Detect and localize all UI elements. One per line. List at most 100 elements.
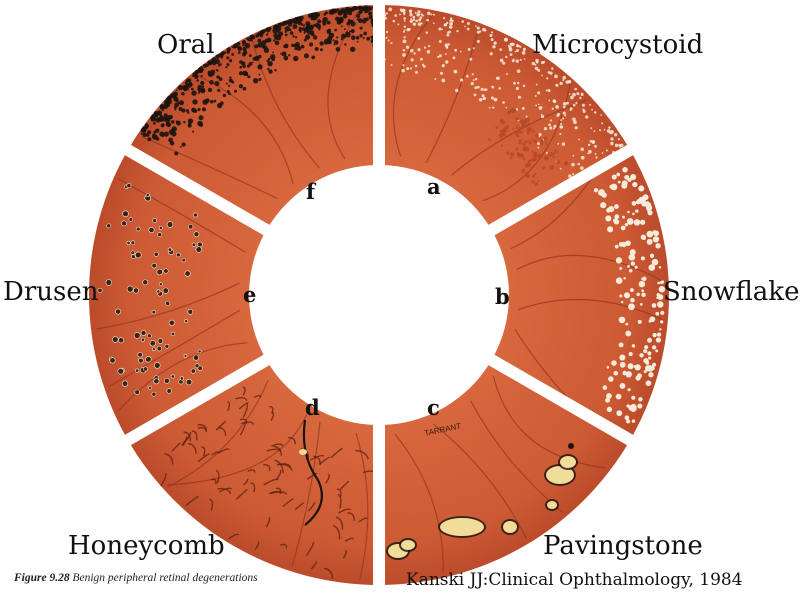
sector-divider <box>485 141 639 238</box>
snowflake <box>657 301 664 308</box>
microcyst <box>580 166 584 170</box>
microcyst <box>514 50 517 53</box>
pigment-clump <box>257 42 263 48</box>
microcyst <box>587 143 591 147</box>
microcyst <box>593 130 596 132</box>
honeycomb-line <box>294 502 305 511</box>
microcyst <box>595 156 598 159</box>
pigment-clump <box>283 20 288 26</box>
druse <box>149 340 156 347</box>
pigment-clump <box>226 90 230 94</box>
retinal-vessel <box>518 298 664 321</box>
snowflake <box>608 376 614 382</box>
pigment-clump <box>257 64 263 70</box>
pigment-clump <box>244 42 251 49</box>
microcyst-dark <box>531 138 534 142</box>
snowflake <box>618 242 624 247</box>
snowflake <box>627 177 632 183</box>
microcyst <box>499 58 504 63</box>
microcyst-dark <box>522 157 526 161</box>
pigment-clump <box>292 35 295 38</box>
druse <box>167 247 172 252</box>
microcyst <box>414 11 417 14</box>
pigment-clump <box>229 59 233 63</box>
microcyst <box>467 47 471 51</box>
druse <box>147 333 152 339</box>
snowflake <box>618 316 626 324</box>
pigment-clump <box>275 34 282 41</box>
pigment-clump <box>274 40 280 46</box>
druse <box>158 282 163 287</box>
microcyst <box>568 93 571 95</box>
microcyst <box>551 67 554 70</box>
pigment-clump <box>208 73 213 77</box>
honeycomb-line <box>332 524 341 540</box>
snowflake <box>614 214 620 220</box>
microcyst <box>608 126 611 129</box>
microcyst <box>523 58 526 60</box>
microcyst <box>576 92 580 96</box>
honeycomb-line <box>253 394 262 399</box>
honeycomb-line <box>217 448 230 455</box>
pigment-clump <box>140 132 143 135</box>
microcyst <box>455 88 459 93</box>
microcyst <box>578 138 580 141</box>
druse <box>193 354 200 361</box>
pigment-clump <box>231 53 234 56</box>
snowflake <box>611 360 617 366</box>
honeycomb-line <box>355 449 369 460</box>
pigment-clump <box>309 24 314 30</box>
pigment-clump <box>178 100 184 106</box>
pigment-clump <box>192 130 195 133</box>
snowflake <box>605 397 611 403</box>
snowflake <box>644 365 652 372</box>
microcyst <box>467 22 470 25</box>
sector-d <box>127 360 379 585</box>
microcyst-dark <box>535 133 539 138</box>
microcyst-dark <box>538 153 542 157</box>
pigment-clump <box>226 56 230 60</box>
pigment-clump <box>272 28 278 34</box>
snowflake <box>643 370 647 374</box>
microcyst <box>453 69 458 74</box>
snowflake <box>609 184 614 189</box>
microcyst <box>464 25 466 28</box>
microcyst <box>523 47 526 51</box>
microcyst <box>538 106 543 110</box>
pigment-clump <box>258 73 261 76</box>
snowflake <box>627 265 630 268</box>
pigment-clump <box>292 24 298 30</box>
microcyst <box>535 58 539 63</box>
microcyst <box>580 155 585 160</box>
microcyst <box>537 91 541 95</box>
snowflake <box>634 265 638 269</box>
pigment-clump <box>174 151 179 156</box>
microcyst-dark <box>524 140 528 144</box>
pigment-clump <box>187 111 190 114</box>
pigment-clump <box>257 38 262 43</box>
honeycomb-line <box>215 469 220 484</box>
microcyst <box>609 131 612 134</box>
pigment-clump <box>267 67 270 71</box>
snowflake <box>651 345 657 350</box>
snowflake <box>645 380 652 387</box>
snowflake <box>605 215 612 222</box>
pigment-clump <box>271 57 275 62</box>
microcyst <box>482 97 485 101</box>
microcyst <box>438 39 442 43</box>
pigment-clump <box>232 45 237 49</box>
microcyst <box>504 37 508 42</box>
microcyst <box>390 64 393 66</box>
honeycomb-line <box>240 421 255 425</box>
snowflake <box>611 174 617 180</box>
druse <box>142 279 149 286</box>
pigment-clump <box>238 84 243 89</box>
microcyst <box>474 86 478 90</box>
microcyst <box>613 133 618 137</box>
honeycomb-line <box>160 472 167 487</box>
druse <box>133 287 139 294</box>
pigment-clump <box>320 48 323 52</box>
sector-c: TARRANT <box>379 360 631 585</box>
microcyst <box>422 64 426 68</box>
pigment-clump <box>195 71 198 74</box>
